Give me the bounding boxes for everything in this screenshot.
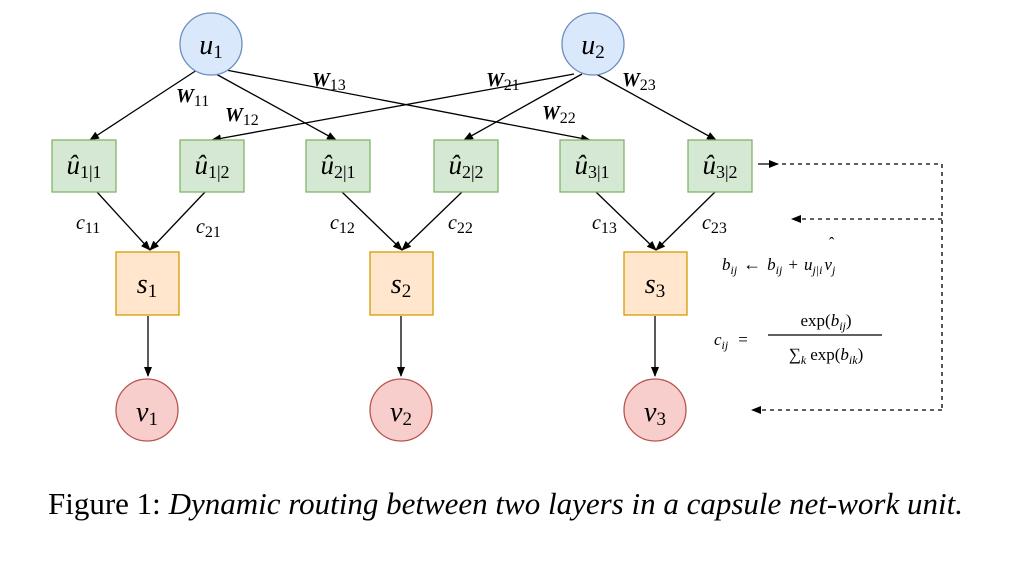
edge-u2-uhat22 [463,73,583,141]
edge-uhat22-s2 [401,191,463,251]
svg-text:û3|2: û3|2 [702,150,737,182]
weight-label-w21: W21 [486,69,520,94]
weighted-sum-s2: s2 [369,251,434,316]
prediction-uhat-1-1: û1|1 [51,139,117,193]
edge-uhat11-s1 [96,191,151,251]
coupling-label-c21: c21 [196,216,221,241]
u2-name: u [581,30,595,61]
edge-u2-uhat32 [595,73,717,141]
edge-uhat12-s1 [149,191,206,251]
prediction-uhat-3-2: û3|2 [687,139,753,193]
coupling-label-c12: c12 [330,212,355,237]
output-capsules: v1 v2 v3 [115,378,687,442]
svg-text:s3: s3 [645,269,665,302]
output-capsule-v3: v3 [623,378,687,442]
u1-name: u [199,30,213,61]
input-capsule-u1: u1 [179,12,243,76]
u1-subscript: 1 [213,42,223,63]
svg-text:cij=: cij= [714,330,748,352]
svg-text:u2: u2 [581,30,605,63]
svg-text:v1: v1 [136,397,158,430]
coupling-label-c23: c23 [702,212,727,237]
edge-u1-uhat31 [225,69,591,143]
weighted-sum-s3: s3 [623,251,688,316]
coupling-label-c11: c11 [76,212,100,237]
edge-u1-uhat21 [215,73,337,141]
weighted-sum-s1: s1 [115,251,180,316]
svg-text:v3: v3 [644,397,666,430]
coupling-edges [96,191,716,251]
weighted-sums: s1 s2 s3 [115,251,688,316]
edge-u1-uhat11 [89,67,201,141]
output-capsule-v1: v1 [115,378,179,442]
edge-u2-uhat12 [211,73,575,143]
weight-label-w23: W23 [622,69,656,94]
svg-text:û2|1: û2|1 [320,150,355,182]
dashed-loop-path [782,163,943,410]
prediction-uhat-1-2: û1|2 [179,139,245,193]
prediction-uhat-2-1: û2|1 [305,139,371,193]
svg-text:s2: s2 [391,269,411,302]
prediction-vectors: û1|1 û1|2 û2|1 û2|2 û3|1 û3|2 [51,139,753,193]
weight-label-w11: W11 [176,85,209,110]
svg-text:û3|1: û3|1 [574,150,609,182]
edge-uhat21-s2 [341,191,403,251]
weight-edges [89,67,717,143]
figure-caption: Figure 1: Dynamic routing between two la… [48,486,978,522]
weight-label-w12: W12 [225,104,259,129]
caption-text: Dynamic routing between two layers in a … [168,486,963,521]
caption-prefix: Figure 1: [48,486,169,521]
prediction-uhat-3-1: û3|1 [559,139,625,193]
u2-subscript: 2 [595,42,605,63]
edge-uhat32-s3 [655,191,716,251]
squash-edges [144,316,659,377]
output-capsule-v2: v2 [369,378,433,442]
svg-text:u1: u1 [199,30,223,63]
svg-text:exp(bij): exp(bij) [800,311,851,333]
weight-label-w13: W13 [312,69,346,94]
input-capsule-u2: u2 [561,12,625,76]
svg-text:û1|2: û1|2 [194,150,229,182]
weight-labels: W11 W12 W13 W21 W22 W23 [176,69,656,129]
coupling-label-c22: c22 [448,212,473,237]
edge-uhat31-s3 [595,191,657,251]
svg-text:û1|1: û1|1 [66,150,101,182]
svg-text:s1: s1 [137,269,157,302]
routing-feedback-loop [751,160,943,414]
hat-accent: ˆ [829,235,835,252]
coupling-labels: c11 c21 c12 c22 c13 c23 [76,212,727,241]
capsule-routing-diagram: u1 u2 W11 W12 W13 W21 W22 W23 û1|1 û1|2 … [51,12,943,442]
svg-text:û2|2: û2|2 [448,150,483,182]
weight-label-w22: W22 [542,102,576,127]
coupling-label-c13: c13 [592,212,617,237]
svg-text:bij←bij+uj|ivj: bij←bij+uj|ivj [722,254,836,277]
svg-text:v2: v2 [390,397,412,430]
prediction-uhat-2-2: û2|2 [433,139,499,193]
